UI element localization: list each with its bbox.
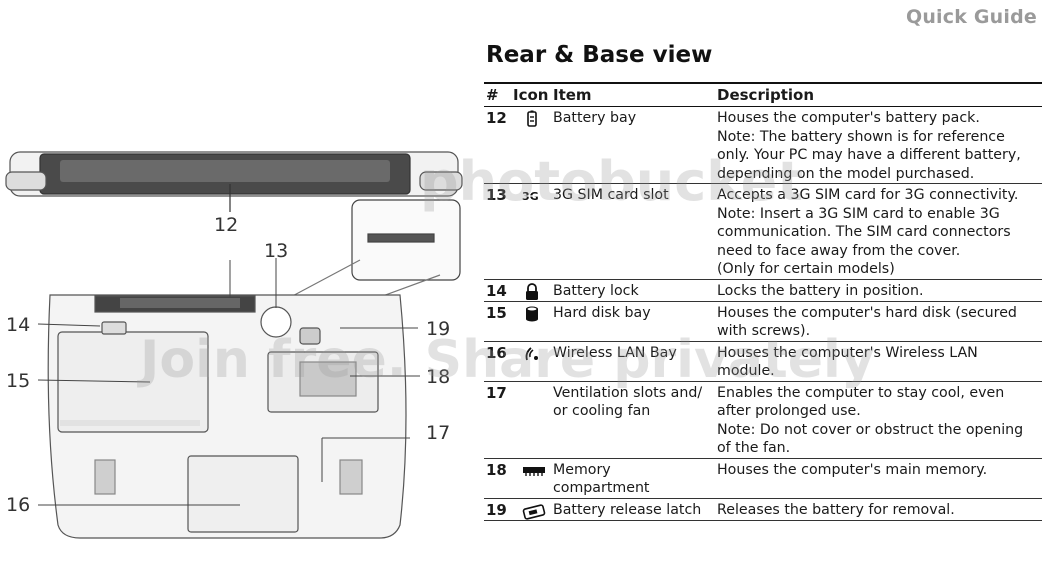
row-description: Enables the computer to stay cool, even a… [717,382,1042,458]
item-line: 3G SIM card slot [553,187,669,203]
leader-lines [37,258,420,506]
3g-icon: 3G [521,187,549,205]
header-item: Item [553,85,592,104]
item-line: compartment [553,480,650,496]
row-icon-cell [511,342,553,381]
row-description: Releases the battery for removal. [717,499,1042,520]
callout-18: 18 [426,366,451,388]
row-icon-cell [511,459,553,498]
description-line: Enables the computer to stay cool, even [717,384,1005,401]
row-number: 12 [486,109,507,127]
row-item: Memory compartment [553,459,717,498]
memory-icon [521,462,545,480]
callout-19: 19 [426,318,451,340]
row-description: Accepts a 3G SIM card for 3G connectivit… [717,184,1042,279]
header-num: # [486,85,499,104]
callout-13: 13 [264,240,289,262]
row-item: Wireless LAN Bay [553,342,717,381]
item-line: Hard disk bay [553,304,651,321]
row-item: Battery bay [553,107,717,183]
description-line: depending on the model purchased. [717,165,975,182]
description-line: Note: The battery shown is for reference [717,128,1005,145]
row-icon-cell [511,302,553,341]
row-number: 13 [486,186,507,204]
row-description: Houses the computer's main memory. [717,459,1042,498]
row-number: 16 [486,343,507,362]
row-icon-cell [511,107,553,183]
callout-14: 14 [6,314,31,336]
description-line: Locks the battery in position. [717,282,924,299]
laptop-illustration [5,151,463,539]
row-icon-cell [511,499,553,520]
table-row: 18 Memory compartment Houses the computer's… [484,459,1042,499]
row-description: Houses the computer's Wireless LAN module… [717,342,1042,381]
wireless-lan-icon [521,345,543,363]
description-line: Houses the computer's Wireless LAN [717,344,978,361]
description-line: module. [717,363,775,379]
description-line: communication. The SIM card connectors [717,224,1011,240]
description-line: only. Your PC may have a different batte… [717,147,1021,163]
header-description: Description [717,85,815,104]
table-body: 12 Battery bay Houses the computer's batte… [484,107,1042,521]
row-icon-cell [511,382,553,458]
row-number: 14 [486,281,507,300]
row-number: 19 [486,500,507,519]
row-description: Locks the battery in position. [717,280,1042,301]
lock-icon [521,282,543,301]
description-line: of the fan. [717,440,791,456]
hard-disk-icon [521,305,543,323]
row-number: 15 [486,303,507,322]
description-line: need to face away from the cover. [717,242,961,259]
row-icon-cell [511,280,553,301]
description-line: after prolonged use. [717,403,861,419]
table-row: 19 Battery release latch Releases the batt… [484,499,1042,521]
battery-icon [521,110,543,128]
description-line: Houses the computer's battery pack. [717,110,980,126]
base-view [47,294,407,539]
description-line: Houses the computer's hard disk (secured [717,304,1017,321]
callout-17: 17 [426,422,451,444]
table-row: 15 Hard disk bay Houses the computer's har… [484,302,1042,342]
item-line: Memory [553,461,611,478]
description-line: Houses the computer's main memory. [717,461,988,478]
header-icon: Icon [513,85,549,104]
table-row: 14 Battery lock Locks the battery in posit… [484,280,1042,302]
quick-guide-title: Quick Guide [905,6,1037,28]
item-line: or cooling fan [553,403,651,419]
table-row: 16 Wireless LAN Bay Houses the computer's … [484,342,1042,382]
description-line: (Only for certain models) [717,261,895,277]
callout-12: 12 [214,214,239,236]
table-header: # Icon Item Description [484,84,1042,107]
description-line: Accepts a 3G SIM card for 3G connectivit… [717,187,1019,203]
item-line: Battery lock [553,282,639,299]
row-number: 17 [486,383,507,402]
row-number: 18 [486,460,507,479]
callout-15: 15 [6,370,31,392]
section-title: Rear & Base view [486,42,713,68]
item-line: Battery bay [553,110,637,126]
callout-16: 16 [6,494,31,516]
row-description: Houses the computer's battery pack. Note:… [717,107,1042,183]
description-line: Releases the battery for removal. [717,501,955,518]
laptop-diagram: 12 13 14 15 16 17 18 19 [0,100,470,560]
battery-release-icon [521,502,546,520]
description-line: Note: Do not cover or obstruct the openi… [717,421,1024,438]
item-line: Battery release latch [553,501,702,518]
row-item: Battery lock [553,280,717,301]
description-line: Note: Insert a 3G SIM card to enable 3G [717,205,1000,222]
rear-view [5,151,463,212]
item-line: Ventilation slots and/ [553,384,703,401]
row-item: Battery release latch [553,499,717,520]
row-description: Houses the computer's hard disk (secured… [717,302,1042,341]
description-line: with screws). [717,323,811,339]
row-item: Hard disk bay [553,302,717,341]
table-row: 12 Battery bay Houses the computer's batte… [484,107,1042,184]
item-line: Wireless LAN Bay [553,344,677,361]
row-item: 3G SIM card slot [553,184,717,279]
row-icon-cell: 3G [511,184,553,279]
row-item: Ventilation slots and/or cooling fan [553,382,717,458]
